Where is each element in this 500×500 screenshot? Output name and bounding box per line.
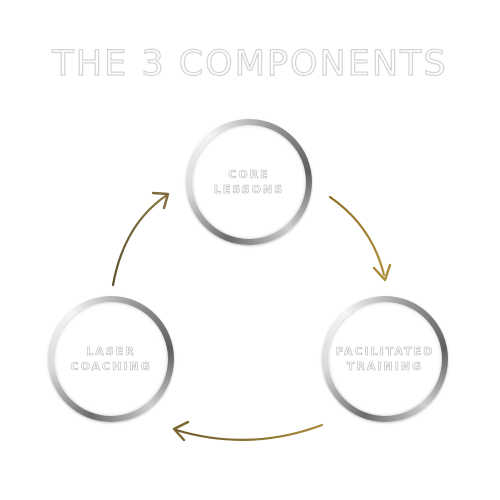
diagram-title: THE 3 COMPONENTS	[52, 43, 448, 84]
arrow-laser-to-core	[111, 191, 170, 287]
node-laser-coaching-line1: LASER	[86, 345, 136, 359]
node-facilitated-training-line2: TRAINING	[346, 360, 424, 374]
node-core-lessons-line2: LESSONS	[213, 183, 285, 197]
arrow-core-to-facilitated	[328, 195, 392, 282]
node-laser-coaching-line2: COACHING	[70, 360, 152, 374]
node-core-lessons-line1: CORE	[228, 168, 270, 182]
arrow-facilitated-to-laser	[172, 420, 324, 442]
node-facilitated-training-line1: FACILITATED	[335, 345, 435, 359]
